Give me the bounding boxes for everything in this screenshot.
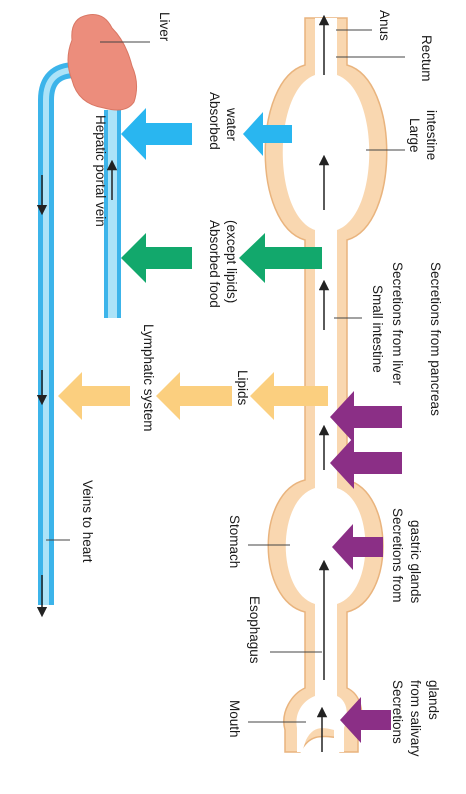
mouth-label: Mouth xyxy=(227,700,242,738)
lipids-mid-arrow xyxy=(156,372,232,420)
lipids-arrow xyxy=(250,372,328,420)
liver-secretion-arrow xyxy=(330,391,402,443)
hepatic-portal-vein-label: Hepatic portal vein xyxy=(93,115,108,227)
secretions-pancreas-label: Secretions from pancreas xyxy=(428,262,443,416)
pancreas-secretion-arrow xyxy=(330,437,402,489)
absorbed-water-label-2: water xyxy=(224,107,239,142)
lipids-label: Lipids xyxy=(235,370,250,406)
vein-outer xyxy=(38,62,86,605)
secretions-salivary-label-2: from salivary xyxy=(408,680,423,757)
gastric-secretion-arrow xyxy=(332,524,383,570)
liver-shape xyxy=(67,14,138,111)
liver-label: Liver xyxy=(157,12,172,42)
large-intestine-label-1: Large xyxy=(407,118,422,153)
rectum-label: Rectum xyxy=(419,35,434,82)
salivary-secretion-arrow xyxy=(340,697,391,743)
large-intestine-label-2: intestine xyxy=(424,110,439,160)
absorbed-water-to-vein-arrow xyxy=(121,108,192,160)
secretions-liver-label: Secretions from liver xyxy=(390,262,405,386)
veins-to-heart-label: Veins to heart xyxy=(80,480,95,563)
stomach-label: Stomach xyxy=(227,515,242,568)
secretions-salivary-label-1: Secretions xyxy=(390,680,405,744)
secretions-salivary-label-3: glands xyxy=(426,680,441,720)
absorbed-food-to-vein-arrow xyxy=(121,233,192,283)
absorbed-water-arrow xyxy=(243,112,292,156)
lymphatic-arrow xyxy=(58,372,130,420)
esophagus-label: Esophagus xyxy=(247,596,262,664)
hepatic-portal-vein-lumen xyxy=(108,110,117,318)
absorbed-food-label-1: Absorbed food xyxy=(207,220,222,308)
absorbed-water-label-1: Absorbed xyxy=(207,92,222,150)
small-intestine-label: Small intestine xyxy=(370,285,385,373)
secretions-gastric-label-1: Secretions from xyxy=(390,508,405,603)
gut-lumen xyxy=(282,18,370,752)
anus-label: Anus xyxy=(377,10,392,41)
lymphatic-system-label: Lymphatic system xyxy=(141,324,156,432)
secretions-gastric-label-2: gastric glands xyxy=(408,520,423,604)
absorbed-food-label-2: (except lipids) xyxy=(224,220,239,303)
absorbed-food-arrow xyxy=(239,233,322,283)
